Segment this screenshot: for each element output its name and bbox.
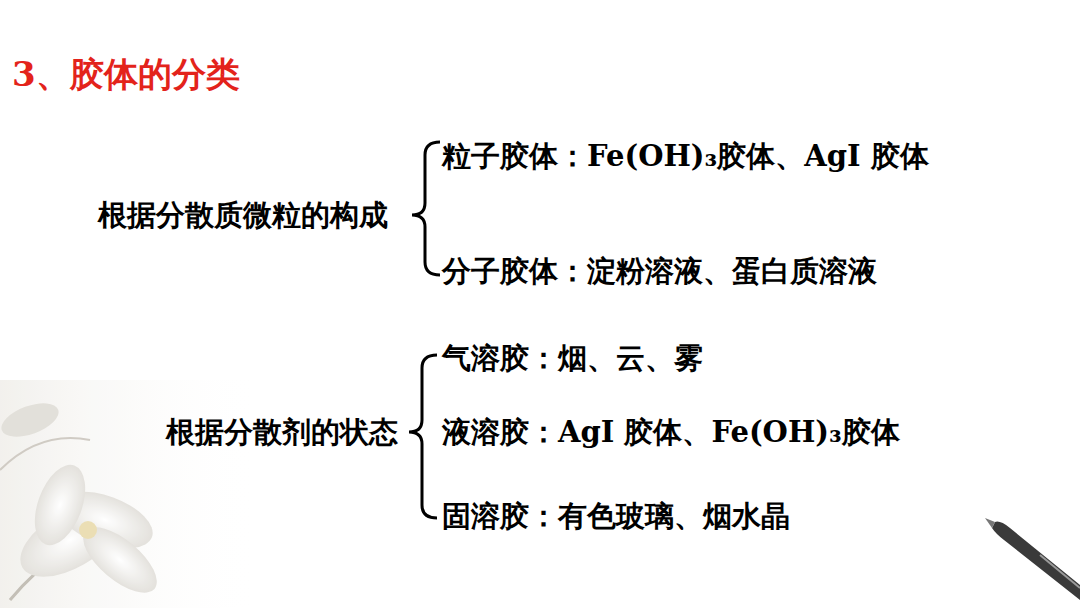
class-item: 气溶胶：烟、云、雾 [442, 341, 703, 376]
curly-bracket [412, 142, 440, 275]
category-label: 根据分散剂的状态 [166, 415, 398, 450]
pen-illustration [985, 518, 1080, 600]
slide-title: 3、胶体的分类 [12, 54, 240, 95]
class-item: 固溶胶：有色玻璃、烟水晶 [442, 499, 790, 534]
class-item: 粒子胶体：Fe(OH)₃胶体、AgI 胶体 [442, 139, 929, 174]
flower-illustration [0, 380, 260, 608]
class-item: 分子胶体：淀粉溶液、蛋白质溶液 [442, 254, 877, 289]
class-item: 液溶胶：AgI 胶体、Fe(OH)₃胶体 [442, 415, 900, 450]
category-label: 根据分散质微粒的构成 [98, 198, 388, 233]
curly-bracket [409, 355, 437, 518]
